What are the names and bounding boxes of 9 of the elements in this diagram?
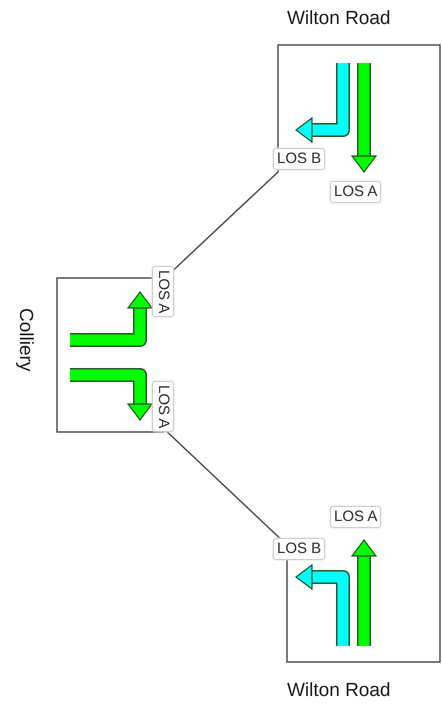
- level-of-service-tag: LOS A: [330, 506, 382, 528]
- road-name: Wilton Road: [287, 680, 390, 702]
- level-of-service-tag: LOS A: [330, 181, 382, 203]
- level-of-service-tag: LOS A: [152, 266, 174, 318]
- level-of-service-tag: LOS B: [273, 538, 326, 560]
- level-of-service-tag: LOS A: [152, 381, 174, 432]
- road-name: Colliery: [14, 308, 36, 372]
- road-name: Wilton Road: [287, 8, 390, 30]
- level-of-service-tag: LOS B: [273, 148, 326, 170]
